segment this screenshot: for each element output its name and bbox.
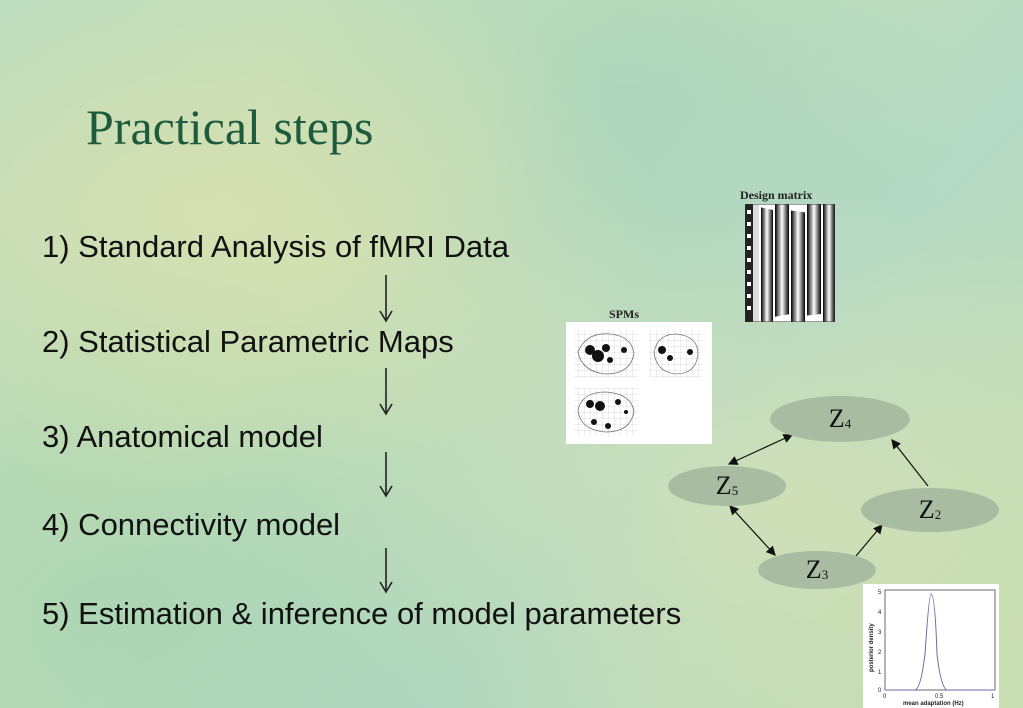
edge-z4-z5 xyxy=(727,434,794,465)
posterior-xlabel: mean adaptation (Hz) xyxy=(903,701,964,707)
ytick-1: 1 xyxy=(878,670,882,676)
spms-label: SPMs xyxy=(609,307,639,321)
step-1: 1) Standard Analysis of fMRI Data xyxy=(42,229,509,264)
posterior-curve xyxy=(885,593,995,691)
ytick-4: 4 xyxy=(878,610,882,616)
xtick-0.5: 0.5 xyxy=(935,694,944,700)
arrow-down-icon xyxy=(379,368,393,416)
posterior-density-plot: posterior density mean adaptation (Hz) 5… xyxy=(863,584,999,708)
design-matrix-label: Design matrix xyxy=(740,188,813,202)
step-2: 2) Statistical Parametric Maps xyxy=(42,324,454,359)
step-5: 5) Estimation & inference of model param… xyxy=(42,596,682,631)
ytick-2: 2 xyxy=(878,650,882,656)
step-4: 4) Connectivity model xyxy=(42,507,341,542)
edge-z3-z2 xyxy=(855,524,883,557)
ytick-3: 3 xyxy=(878,630,882,636)
arrow-down-icon xyxy=(379,548,393,594)
arrow-down-icon xyxy=(379,275,393,323)
posterior-ylabel: posterior density xyxy=(869,623,875,672)
edge-z5-z3 xyxy=(729,505,776,556)
ytick-0: 0 xyxy=(878,688,882,694)
arrow-down-icon xyxy=(379,452,393,498)
page-title: Practical steps xyxy=(86,99,374,155)
design-matrix-image xyxy=(745,204,835,322)
ytick-5: 5 xyxy=(878,590,882,596)
step-3: 3) Anatomical model xyxy=(42,419,323,454)
edge-z2-z4 xyxy=(891,439,929,487)
spm-glass-brain-image xyxy=(566,322,712,444)
xtick-1: 1 xyxy=(991,694,995,700)
xtick-0: 0 xyxy=(883,694,887,700)
